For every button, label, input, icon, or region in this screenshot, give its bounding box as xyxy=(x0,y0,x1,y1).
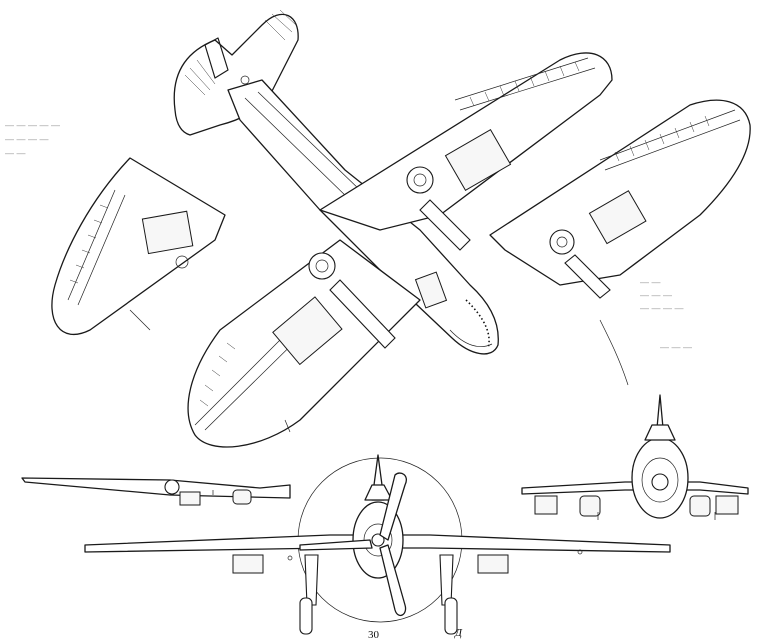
front-view: 30 Д xyxy=(84,454,671,641)
ammo-panel-upper xyxy=(444,128,512,192)
detail-wing-right-hatching xyxy=(614,115,710,162)
propeller-blade-upper xyxy=(379,472,407,541)
detail-wing-left-hatching xyxy=(69,204,109,284)
half-wing-front xyxy=(21,477,291,506)
front-view-small xyxy=(521,394,749,520)
tail-stabilizer xyxy=(173,13,299,136)
propeller-blade-lower xyxy=(379,544,407,617)
svg-text:— — — —: — — — — xyxy=(640,303,684,313)
page-number: 30 xyxy=(368,629,380,641)
wing-upper-hatching xyxy=(469,61,580,107)
detail-wing-right: — — — — — — — — — — — — xyxy=(489,99,751,386)
svg-text:— — —: — — — xyxy=(640,290,672,300)
artist-mark: Д xyxy=(454,627,463,639)
wing-upper xyxy=(319,52,613,231)
svg-text:— — — — —: — — — — — xyxy=(5,120,60,130)
plan-view xyxy=(173,9,613,448)
gun-port-lower xyxy=(308,252,336,280)
ammo-panel-lower xyxy=(272,296,343,366)
wing-lower-hatching xyxy=(199,342,236,407)
svg-text:— — — —: — — — — xyxy=(5,134,49,144)
tail-hatching xyxy=(184,9,297,96)
svg-text:— — —: — — — xyxy=(660,342,692,352)
svg-text:— —: — — xyxy=(5,148,26,158)
detail-wing-left: — — — — — — — — — — — xyxy=(5,120,226,336)
gun-port-upper xyxy=(406,166,434,194)
svg-text:— —: — — xyxy=(640,277,661,287)
